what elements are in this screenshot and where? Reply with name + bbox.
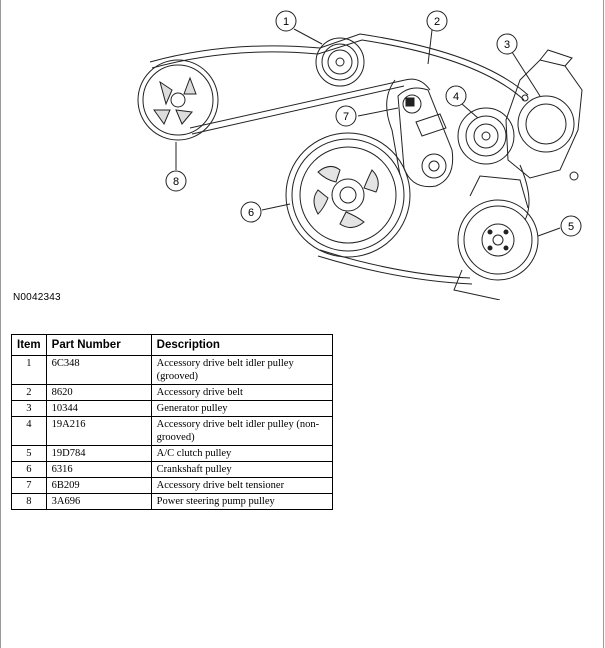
callout-7: 7	[335, 105, 399, 127]
header-part-number: Part Number	[45, 334, 152, 356]
page-right-border	[603, 0, 604, 648]
callout-1: 1	[275, 10, 323, 45]
cell-part-number: 6B209	[45, 477, 152, 494]
cell-part-number: 3A696	[45, 493, 152, 510]
belt-tensioner	[397, 87, 454, 188]
parts-table: Item Part Number Description 1 6C348 Acc…	[11, 334, 333, 510]
svg-text:2: 2	[434, 16, 440, 28]
header-description: Description	[150, 334, 333, 356]
cell-part-number: 19D784	[45, 445, 152, 462]
table-row: 7 6B209 Accessory drive belt tensioner	[11, 477, 333, 494]
svg-text:4: 4	[453, 91, 459, 103]
accessory-drive-belt	[149, 33, 530, 285]
cell-part-number: 10344	[45, 400, 152, 417]
belt-routing-diagram: 1 2 3 4 5 6 7 8	[137, 10, 583, 300]
cell-description: Crankshaft pulley	[150, 461, 333, 478]
svg-text:7: 7	[343, 111, 349, 123]
page-left-border	[0, 0, 1, 648]
cell-part-number: 6316	[45, 461, 152, 478]
table-row: 8 3A696 Power steering pump pulley	[11, 493, 333, 510]
table-row: 5 19D784 A/C clutch pulley	[11, 445, 333, 462]
cell-description: Generator pulley	[150, 400, 333, 417]
crankshaft-pulley	[285, 132, 411, 258]
idler-pulley-non-grooved	[457, 107, 515, 165]
figure-id: N0042343	[13, 292, 61, 303]
callout-4: 4	[445, 85, 479, 119]
svg-text:8: 8	[173, 176, 179, 188]
cell-item: 4	[11, 416, 47, 446]
callout-6: 6	[240, 201, 291, 223]
cell-description: Power steering pump pulley	[150, 493, 333, 510]
cell-part-number: 19A216	[45, 416, 152, 446]
svg-text:3: 3	[504, 39, 510, 51]
cell-description: Accessory drive belt	[150, 384, 333, 401]
cell-part-number: 8620	[45, 384, 152, 401]
callout-3: 3	[496, 33, 541, 97]
header-item: Item	[11, 334, 47, 356]
idler-pulley-grooved	[315, 37, 365, 87]
table-row: 1 6C348 Accessory drive belt idler pulle…	[11, 355, 333, 385]
svg-text:6: 6	[248, 207, 254, 219]
cell-item: 3	[11, 400, 47, 417]
svg-text:5: 5	[568, 221, 574, 233]
table-row: 2 8620 Accessory drive belt	[11, 384, 333, 401]
cell-description: Accessory drive belt idler pulley (groov…	[150, 355, 333, 385]
ac-clutch-pulley	[453, 175, 539, 300]
cell-item: 1	[11, 355, 47, 385]
cell-description: Accessory drive belt idler pulley (non-g…	[150, 416, 333, 446]
cell-item: 6	[11, 461, 47, 478]
cell-description: Accessory drive belt tensioner	[150, 477, 333, 494]
generator	[505, 49, 583, 181]
cell-item: 5	[11, 445, 47, 462]
cell-item: 8	[11, 493, 47, 510]
table-header-row: Item Part Number Description	[11, 334, 333, 356]
table-row: 6 6316 Crankshaft pulley	[11, 461, 333, 478]
cell-item: 2	[11, 384, 47, 401]
callout-2: 2	[426, 10, 448, 65]
callout-5: 5	[537, 215, 582, 237]
table-row: 4 19A216 Accessory drive belt idler pull…	[11, 416, 333, 446]
cell-part-number: 6C348	[45, 355, 152, 385]
cell-description: A/C clutch pulley	[150, 445, 333, 462]
table-row: 3 10344 Generator pulley	[11, 400, 333, 417]
svg-text:1: 1	[283, 16, 289, 28]
cell-item: 7	[11, 477, 47, 494]
power-steering-pulley	[137, 59, 219, 141]
callout-8: 8	[165, 142, 187, 192]
